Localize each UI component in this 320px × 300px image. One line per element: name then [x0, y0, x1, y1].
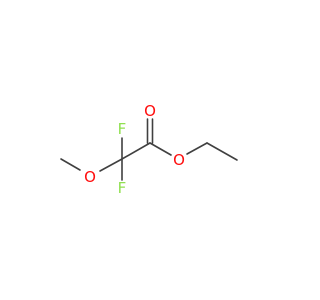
bonds: [60, 118, 238, 181]
atom-label-f-bottom: F: [118, 179, 127, 197]
molecule-structure: O O O F F: [60, 102, 238, 197]
atom-label-o-methoxy: O: [84, 168, 96, 186]
atom-labels: O O O F F: [84, 102, 185, 197]
atom-label-f-top: F: [118, 120, 127, 138]
bond-methyl-methoxy-o: [60, 158, 81, 171]
bond-cf2-carbonyl-c: [121, 142, 151, 160]
bond-ester-o-ch2: [186, 142, 208, 155]
bond-carbonyl-c-ester-o: [149, 142, 172, 156]
atom-label-o-ester: O: [173, 151, 185, 169]
bond-methoxy-o-cf2: [99, 158, 123, 172]
bond-ch2-ch3: [206, 142, 238, 161]
atom-label-o-carbonyl: O: [144, 102, 156, 120]
